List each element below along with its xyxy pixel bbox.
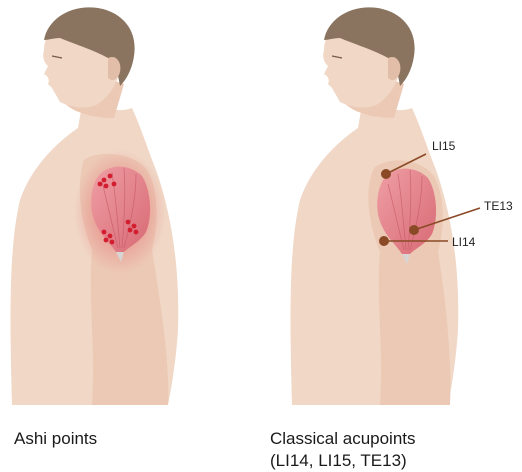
ashi-point bbox=[134, 230, 139, 235]
ashi-points-caption: Ashi points bbox=[14, 428, 97, 450]
ashi-point bbox=[112, 182, 117, 187]
li15-label: LI15 bbox=[432, 139, 456, 153]
ashi-point bbox=[104, 184, 109, 189]
ashi-point bbox=[126, 220, 131, 225]
li14-point bbox=[379, 236, 389, 246]
ashi-figure bbox=[10, 7, 178, 405]
li15-point bbox=[381, 169, 391, 179]
te13-point bbox=[409, 225, 419, 235]
ashi-point bbox=[110, 240, 115, 245]
ashi-point bbox=[104, 238, 109, 243]
ashi-point bbox=[108, 234, 113, 239]
classical-acupoints-caption: Classical acupoints (LI14, LI15, TE13) bbox=[270, 428, 510, 472]
caption-line-2: (LI14, LI15, TE13) bbox=[270, 450, 510, 472]
ashi-point bbox=[108, 174, 113, 179]
ashi-point bbox=[102, 230, 107, 235]
te13-label: TE13 bbox=[484, 199, 513, 213]
ashi-point bbox=[98, 182, 103, 187]
ashi-point bbox=[132, 224, 137, 229]
ashi-point bbox=[128, 228, 133, 233]
caption-line-1: Classical acupoints bbox=[270, 428, 510, 450]
li14-label: LI14 bbox=[452, 235, 476, 249]
ashi-point bbox=[102, 178, 107, 183]
acupoint-figure: LI15 TE13 LI14 bbox=[290, 7, 513, 405]
